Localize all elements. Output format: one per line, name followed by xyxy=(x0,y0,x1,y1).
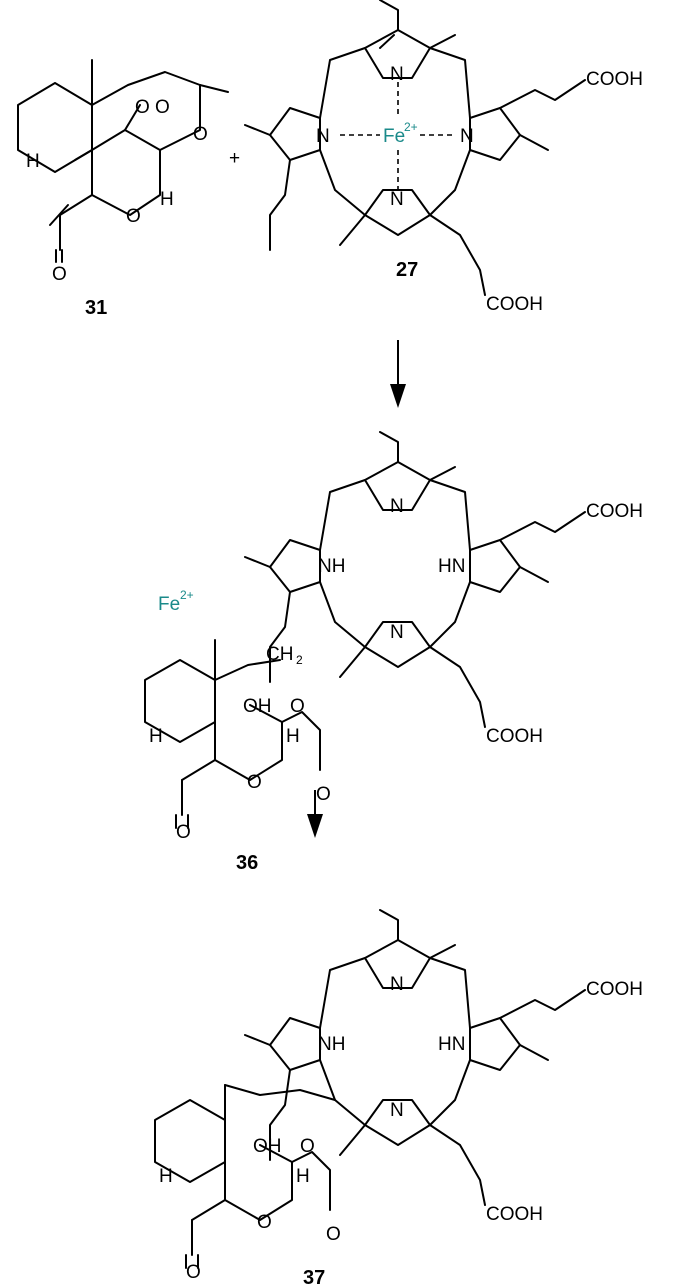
adduct-n-top: N xyxy=(390,974,404,995)
c36-oh: OH xyxy=(243,696,272,717)
atom-o1: O xyxy=(135,97,150,118)
atom-o5: O xyxy=(52,264,67,285)
atom-h2: H xyxy=(160,189,174,210)
compound-31-structure xyxy=(17,59,229,263)
atom-o4: O xyxy=(126,206,141,227)
heme-n-bottom: N xyxy=(390,189,404,210)
reaction-arrow-1 xyxy=(390,340,406,408)
free-iron-charge: 2+ xyxy=(180,588,194,602)
adduct-nh-left: NH xyxy=(318,1034,345,1055)
c36-o2: O xyxy=(247,772,262,793)
porphyrin-n-bottom: N xyxy=(390,622,404,643)
compound-37-label: 37 xyxy=(303,1267,325,1287)
adduct-cooh-2: COOH xyxy=(486,1204,543,1225)
compound-27-structure xyxy=(244,0,586,296)
compound-37-structure xyxy=(154,909,586,1269)
compound-36-structure xyxy=(144,639,321,829)
heme-n-right: N xyxy=(460,126,474,147)
radical-ch2-sub: 2 xyxy=(296,653,303,667)
c36-o3: O xyxy=(316,784,331,805)
heme-cooh-2: COOH xyxy=(486,294,543,315)
porphyrin-n-top: N xyxy=(390,496,404,517)
c36-h2: H xyxy=(286,726,300,747)
adduct-cooh-1: COOH xyxy=(586,979,643,1000)
c36-h1: H xyxy=(149,726,163,747)
plus-sign: + xyxy=(229,148,240,169)
porphyrin-cooh-2: COOH xyxy=(486,726,543,747)
heme-n-left: N xyxy=(316,126,330,147)
c37-h2: H xyxy=(296,1166,310,1187)
porphyrin-cooh-1: COOH xyxy=(586,501,643,522)
compound-36-label: 36 xyxy=(236,852,258,874)
c37-oh: OH xyxy=(253,1136,282,1157)
porphyrin-hn-right: HN xyxy=(438,556,465,577)
atom-o2: O xyxy=(155,97,170,118)
c37-o3: O xyxy=(326,1224,341,1245)
radical-ch2: CH xyxy=(266,644,293,665)
c37-o2: O xyxy=(257,1212,272,1233)
fe-coordination-bonds xyxy=(340,82,455,190)
c37-o1: O xyxy=(300,1136,315,1157)
compound-31-label: 31 xyxy=(85,297,107,319)
free-iron: Fe xyxy=(158,594,180,615)
reaction-arrow-2 xyxy=(307,790,323,838)
adduct-hn-right: HN xyxy=(438,1034,465,1055)
porphyrin-nh-left: NH xyxy=(318,556,345,577)
compound-27-label: 27 xyxy=(396,259,418,281)
atom-o3: O xyxy=(193,124,208,145)
heme-cooh-1: COOH xyxy=(586,69,643,90)
c37-h1: H xyxy=(159,1166,173,1187)
atom-h1: H xyxy=(26,151,40,172)
heme-iron-charge: 2+ xyxy=(404,120,418,134)
protoporphyrin-structure xyxy=(244,431,586,728)
c36-o1: O xyxy=(290,696,305,717)
heme-iron: Fe xyxy=(383,126,405,147)
c37-o4: O xyxy=(186,1262,201,1283)
adduct-n-bottom: N xyxy=(390,1100,404,1121)
heme-n-top: N xyxy=(390,64,404,85)
c36-o4: O xyxy=(176,822,191,843)
